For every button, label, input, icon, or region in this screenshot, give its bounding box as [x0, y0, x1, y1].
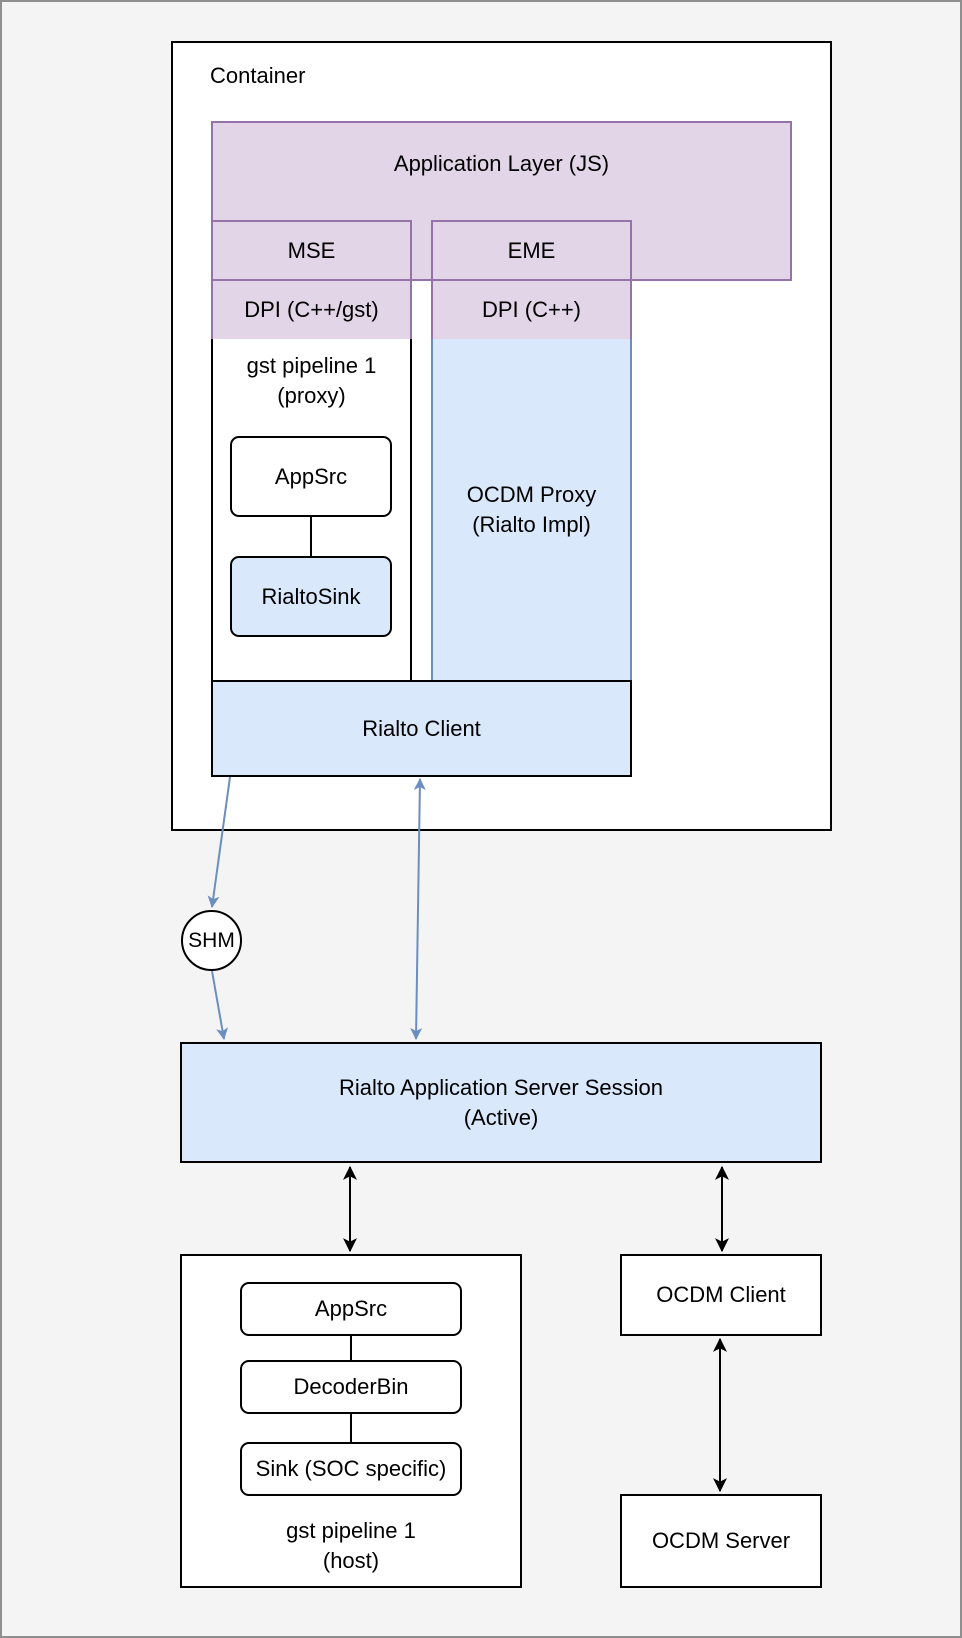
application-layer-label: Application Layer (JS): [393, 151, 610, 176]
mse-box: MSE: [211, 220, 412, 281]
ocdm-proxy-box: OCDM Proxy (Rialto Impl): [431, 339, 632, 682]
ocdm-server-box: OCDM Server: [620, 1494, 822, 1588]
shm-node: SHM: [181, 910, 242, 971]
container-label: Container: [210, 63, 306, 88]
proxy-appsrc-box: AppSrc: [230, 436, 392, 517]
proxy-pipeline-label: gst pipeline 1 (proxy): [246, 353, 377, 408]
ocdm-client-box: OCDM Client: [620, 1254, 822, 1336]
mse-dpi-box: DPI (C++/gst): [211, 279, 412, 341]
host-pipeline-label: gst pipeline 1 (host): [286, 1518, 416, 1573]
soc-sink-box: Sink (SOC specific): [240, 1442, 462, 1496]
host-appsrc-box: AppSrc: [240, 1282, 462, 1336]
rialto-sink-box: RialtoSink: [230, 556, 392, 637]
eme-box: EME: [431, 220, 632, 281]
rialto-client-box: Rialto Client: [211, 680, 632, 777]
server-session-box: Rialto Application Server Session (Activ…: [180, 1042, 822, 1163]
eme-dpi-box: DPI (C++): [431, 279, 632, 341]
decoder-bin-box: DecoderBin: [240, 1360, 462, 1414]
